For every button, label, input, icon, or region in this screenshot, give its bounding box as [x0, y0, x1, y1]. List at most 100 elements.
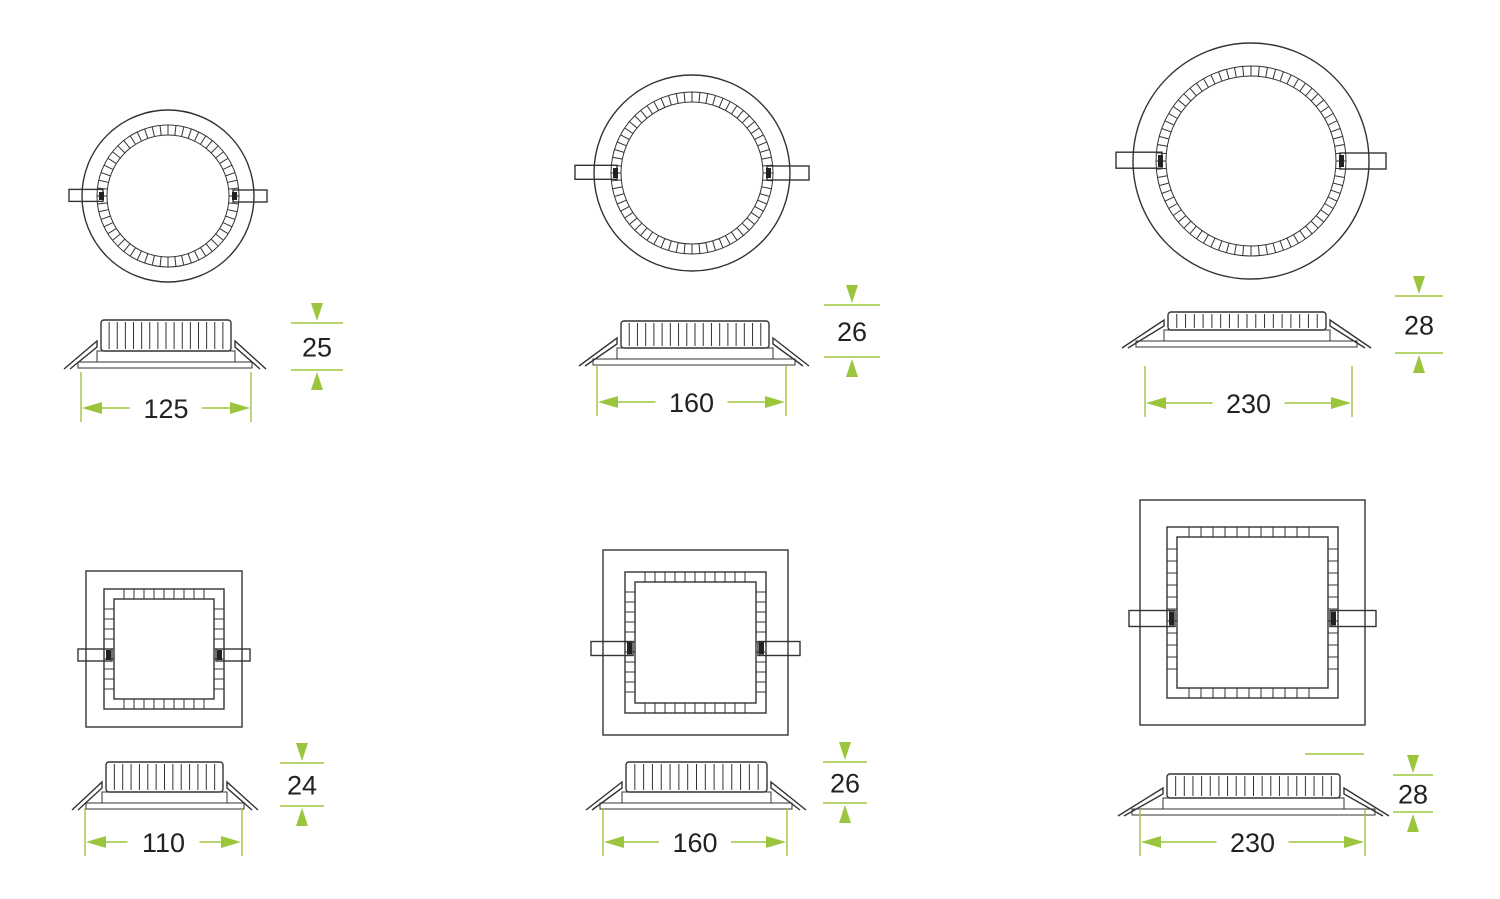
heatsink-fin: [653, 235, 659, 245]
arrow-right-icon: [766, 836, 786, 848]
heatsink-fin: [640, 227, 648, 236]
heatsink-fin: [1177, 99, 1187, 107]
heatsink-fin: [219, 157, 229, 164]
arrow-left-icon: [1146, 397, 1166, 409]
spring-clip-right-profile: [234, 339, 267, 370]
width-dimension: 160: [602, 808, 788, 858]
heatsink-fin: [1196, 82, 1203, 92]
body-base: [621, 791, 772, 804]
heatsink-fin: [1315, 99, 1325, 107]
height-dimension: 28: [1395, 276, 1443, 373]
heatsink-outer-frame: [624, 571, 767, 714]
heatsink-fin: [1299, 230, 1306, 240]
heatsink-fins: [108, 322, 224, 349]
arrow-right-icon: [1331, 397, 1351, 409]
width-dimension-label: 125: [143, 394, 188, 424]
arrow-down-icon: [846, 285, 858, 303]
arrow-down-icon: [1413, 276, 1425, 294]
heatsink-fin: [718, 238, 724, 249]
heatsink-fin: [1225, 69, 1230, 80]
heatsink-fin: [222, 164, 233, 170]
heatsink-body: [620, 320, 770, 349]
heatsink-inner-ring: [1165, 75, 1337, 247]
height-dimension-label: 25: [302, 333, 332, 363]
heatsink-fin: [215, 233, 224, 241]
spring-clip-left-profile: [1117, 786, 1164, 817]
heatsink-fin: [129, 247, 136, 257]
heatsink-fin: [731, 231, 738, 241]
heatsink-fin: [712, 95, 716, 106]
arrow-up-icon: [846, 359, 858, 377]
heatsink-fin: [123, 140, 131, 149]
heatsink-fin: [205, 243, 213, 252]
heatsink-inner-ring: [620, 101, 764, 245]
heatsink-fin: [1310, 220, 1319, 229]
heatsink-fin: [761, 186, 772, 190]
heatsink-fin: [225, 172, 236, 177]
heatsink-fin: [759, 149, 770, 153]
width-dimension: 230: [1139, 810, 1366, 858]
heatsink-fin: [705, 93, 709, 104]
heatsink-fin: [757, 141, 768, 147]
spring-clip-right: [1339, 152, 1387, 170]
heatsink-fin: [746, 217, 755, 225]
height-dimension: 26: [824, 285, 880, 377]
heatsink-fin: [616, 199, 627, 205]
heatsink-fin: [761, 156, 772, 160]
heatsink-fin: [98, 179, 109, 183]
heatsink-fin: [1320, 209, 1330, 216]
heatsink-fin: [112, 151, 121, 159]
heatsink-fin: [1172, 106, 1182, 113]
heatsink-fin: [624, 212, 634, 219]
spring-clip-left: [68, 188, 104, 203]
heatsink-fin: [136, 131, 142, 142]
heatsink-fin: [1286, 237, 1292, 248]
heatsink-body: [1166, 773, 1341, 799]
spring-clip-left-mount: [613, 168, 618, 178]
heatsink-fin: [731, 105, 738, 115]
arrow-left-icon: [604, 836, 624, 848]
heatsink-fin: [1210, 74, 1216, 85]
arrow-up-icon: [1407, 814, 1419, 832]
heatsink-fin: [640, 110, 648, 119]
heatsink-fin: [1157, 144, 1168, 147]
heatsink-outer-frame: [103, 588, 225, 710]
heatsink-fin: [228, 187, 239, 190]
width-dimension-label: 160: [672, 828, 717, 858]
heatsink-fin: [614, 149, 625, 153]
arrow-left-icon: [86, 836, 106, 848]
height-dimension: 25: [291, 303, 343, 390]
heatsink-fin: [200, 135, 207, 145]
heatsink-fins: [1176, 314, 1318, 328]
heatsink-fin: [151, 255, 155, 266]
heatsink-fin: [683, 243, 686, 254]
heatsink-fin: [107, 228, 117, 235]
heatsink-fin: [612, 156, 623, 160]
height-dimension-label: 28: [1398, 780, 1428, 810]
heatsink-fin: [1218, 240, 1223, 251]
heatsink-fin: [725, 101, 731, 111]
arrow-up-icon: [839, 805, 851, 823]
heatsink-fin: [1299, 82, 1306, 92]
heatsink-fin: [624, 127, 634, 134]
heatsink-fin: [1334, 175, 1345, 178]
arrow-up-icon: [296, 808, 308, 826]
spring-clip-right-profile: [1343, 786, 1390, 817]
heatsink-body: [105, 761, 224, 793]
heatsink-fin: [634, 115, 643, 124]
heatsink-fin: [1265, 67, 1268, 78]
heatsink-fin: [97, 187, 108, 190]
heatsink-fin: [1279, 240, 1284, 251]
heatsink-fin: [1242, 245, 1245, 256]
heatsink-fin: [215, 151, 224, 159]
heatsink-fin: [620, 134, 630, 140]
body-base: [96, 350, 236, 363]
heatsink-fin: [750, 127, 760, 134]
heatsink-fin: [1189, 87, 1197, 97]
heatsink-fin: [1203, 234, 1209, 244]
heatsink-fin: [653, 101, 659, 111]
heatsink-fin: [718, 97, 724, 108]
heatsink-fin: [1168, 203, 1178, 209]
heatsink-fin: [159, 256, 162, 267]
